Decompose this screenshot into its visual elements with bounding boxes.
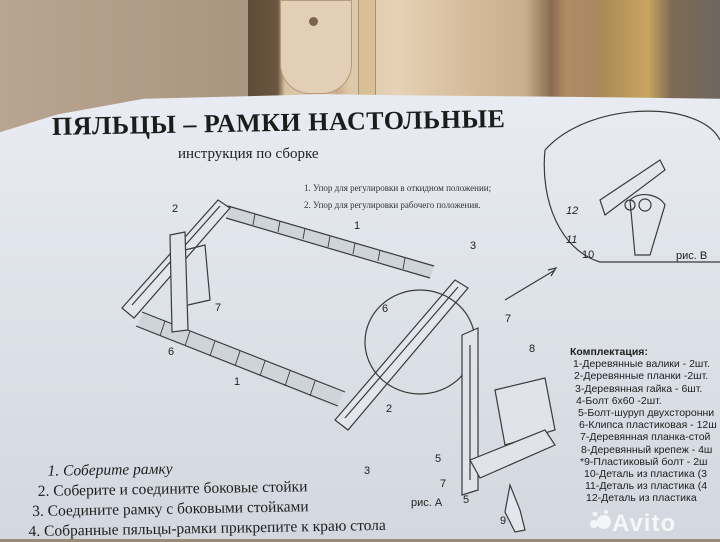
- callout-7-bottom: 7: [440, 478, 447, 490]
- figure-a-label: рис. А: [411, 497, 443, 509]
- callout-2: 2: [172, 203, 179, 215]
- note-2: 2. Упор для регулировки рабочего положен…: [304, 200, 481, 210]
- adjustment-notes: 1. Упор для регулировки в откидном полож…: [304, 180, 491, 214]
- callout-6: 6: [168, 346, 175, 358]
- callout-5-bottom: 5: [463, 494, 470, 506]
- kit-item: 8-Деревянный крепеж - 4ш: [581, 443, 713, 456]
- callout-3: 3: [470, 240, 477, 252]
- document-subtitle: инструкция по сборке: [178, 146, 319, 162]
- kit-title: Комплектация:: [570, 346, 648, 358]
- kit-item: 4-Болт 6х60 -2шт.: [576, 394, 662, 407]
- kit-item: 6-Клипса пластиковая - 12ш: [579, 419, 717, 432]
- callout-5: 5: [435, 453, 442, 465]
- wooden-dowel: [358, 0, 376, 95]
- background-right: [600, 0, 720, 110]
- callout-6-detail: 6: [382, 303, 389, 315]
- kit-contents: Комплектация: 1-Деревянные валики - 2шт.…: [568, 346, 717, 505]
- callout-1-bottom: 1: [234, 376, 241, 388]
- callout-8: 8: [529, 343, 536, 355]
- callout-2-right: 2: [386, 403, 393, 415]
- callout-11: 11: [566, 234, 578, 246]
- callout-10: 10: [582, 249, 595, 261]
- kit-item: 1-Деревянные валики - 2шт.: [573, 358, 710, 371]
- callout-3-bottom: 3: [364, 465, 371, 477]
- kit-item: 7-Деревянная планка-стой: [580, 431, 711, 444]
- callout-12: 12: [566, 205, 579, 217]
- kit-item: 2-Деревянные планки -2шт.: [574, 370, 709, 383]
- kit-item: *9-Пластиковый болт - 2ш: [580, 455, 708, 468]
- kit-item: 5-Болт-шуруп двухсторонни: [578, 407, 715, 420]
- avito-logo-icon: [590, 510, 611, 529]
- assembly-steps: 1. Соберите рамку 2. Соберите и соединит…: [27, 456, 386, 542]
- watermark: Avito: [612, 510, 677, 537]
- callout-7: 7: [215, 302, 222, 314]
- note-1: 1. Упор для регулировки в откидном полож…: [304, 183, 492, 193]
- wooden-plank: [280, 0, 352, 94]
- kit-item: 11-Деталь из пластика (4: [585, 480, 708, 493]
- plank-hole: [309, 17, 318, 26]
- callout-1: 1: [354, 220, 361, 232]
- figure-b-label: рис. В: [676, 250, 708, 262]
- kit-item: 3-Деревянная гайка - 6шт.: [575, 382, 703, 395]
- kit-item: 10-Деталь из пластика (3: [584, 468, 707, 481]
- kit-item: 12-Деталь из пластика: [586, 492, 697, 505]
- callout-9: 9: [500, 515, 507, 527]
- callout-7-stand: 7: [505, 313, 512, 325]
